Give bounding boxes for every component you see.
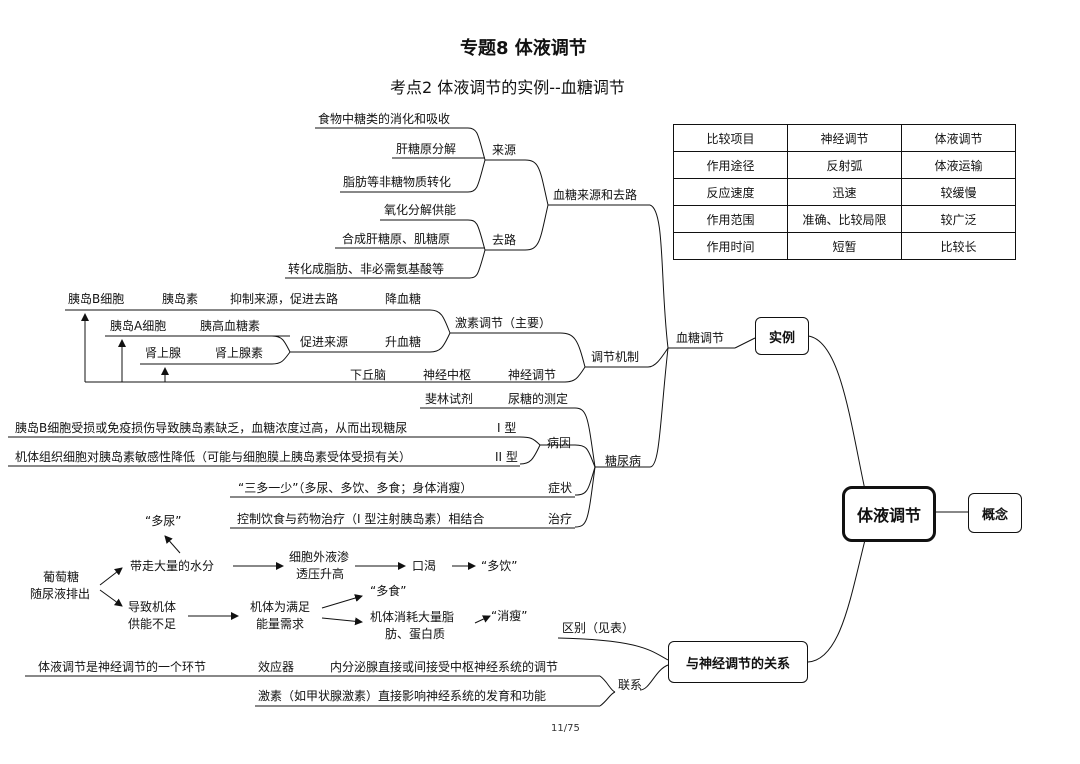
link-item-1a: 体液调节是神经调节的一个环节 bbox=[38, 660, 207, 674]
diabetes-label: 糖尿病 bbox=[605, 454, 642, 468]
table-cell: 作用途径 bbox=[673, 151, 788, 179]
table-row: 作用时间 短暂 比较长 bbox=[673, 232, 1016, 260]
page-number: 11/75 bbox=[551, 723, 580, 734]
table-row: 作用范围 准确、比较局限 较广泛 bbox=[673, 205, 1016, 233]
sink-item-3: 转化成脂肪、非必需氨基酸等 bbox=[288, 262, 445, 276]
page-subtitle: 考点2 体液调节的实例--血糖调节 bbox=[390, 78, 625, 97]
symptom-label: 症状 bbox=[548, 481, 573, 495]
source-item-2: 肝糖原分解 bbox=[396, 142, 457, 156]
urine-excretion-label: 随尿液排出 bbox=[30, 587, 91, 601]
table-cell: 较缓慢 bbox=[901, 178, 1016, 206]
adrenal-label: 肾上腺 bbox=[145, 346, 182, 360]
table-cell: 反应速度 bbox=[673, 178, 788, 206]
link-item-1c: 内分泌腺直接或间接受中枢神经系统的调节 bbox=[330, 660, 559, 674]
type1-label: I 型 bbox=[497, 421, 517, 435]
type2-label: II 型 bbox=[495, 450, 518, 464]
blood-sugar-regulation-label: 血糖调节 bbox=[676, 331, 725, 345]
polydipsia-quote: “多饮” bbox=[481, 559, 518, 573]
sink-label: 去路 bbox=[492, 233, 517, 247]
type1-description: 胰岛B细胞受损或免疫损伤导致胰岛素缺乏，血糖浓度过高，从而出现糖尿 bbox=[15, 421, 408, 435]
energy-shortage-line1: 导致机体 bbox=[128, 600, 177, 614]
beta-cell-label: 胰岛B细胞 bbox=[68, 292, 125, 306]
adrenaline-label: 肾上腺素 bbox=[215, 346, 264, 360]
nerve-regulation-label: 神经调节 bbox=[508, 368, 557, 382]
table-cell: 迅速 bbox=[787, 178, 902, 206]
comparison-table: 比较项目 神经调节 体液调节 作用途径 反射弧 体液运输 反应速度 迅速 较缓慢… bbox=[673, 124, 1016, 260]
concept-node: 概念 bbox=[968, 493, 1022, 533]
insulin-label: 胰岛素 bbox=[162, 292, 199, 306]
table-cell: 较广泛 bbox=[901, 205, 1016, 233]
table-cell: 短暂 bbox=[787, 232, 902, 260]
symptom-description: “三多一少”（多尿、多饮、多食；身体消瘦） bbox=[238, 481, 473, 495]
polyphagia-quote: “多食” bbox=[370, 584, 407, 598]
osmotic-line1: 细胞外液渗 bbox=[289, 550, 350, 564]
example-node: 实例 bbox=[755, 317, 809, 355]
source-sink-label: 血糖来源和去路 bbox=[553, 188, 638, 202]
table-cell: 作用时间 bbox=[673, 232, 788, 260]
table-cell: 比较项目 bbox=[673, 124, 788, 152]
weight-loss-quote: “消瘦” bbox=[491, 609, 528, 623]
polyuria-quote: “多尿” bbox=[145, 514, 182, 528]
thirst-label: 口渴 bbox=[412, 559, 437, 573]
glucose-label: 葡萄糖 bbox=[43, 570, 80, 584]
page-title: 专题8 体液调节 bbox=[460, 38, 587, 59]
energy-demand-line1: 机体为满足 bbox=[250, 600, 311, 614]
sink-item-1: 氧化分解供能 bbox=[384, 203, 457, 217]
table-row: 反应速度 迅速 较缓慢 bbox=[673, 178, 1016, 206]
table-cell: 准确、比较局限 bbox=[787, 205, 902, 233]
hypothalamus-label: 下丘脑 bbox=[350, 368, 387, 382]
energy-demand-line2: 能量需求 bbox=[256, 617, 305, 631]
type2-description: 机体组织细胞对胰岛素敏感性降低（可能与细胞膜上胰岛素受体受损有关） bbox=[15, 450, 412, 464]
table-cell: 反射弧 bbox=[787, 151, 902, 179]
energy-shortage-line2: 供能不足 bbox=[128, 617, 177, 631]
fehling-label: 斐林试剂 bbox=[425, 392, 474, 406]
cause-label: 病因 bbox=[547, 436, 572, 450]
consume-line1: 机体消耗大量脂 bbox=[370, 610, 455, 624]
osmotic-line2: 透压升高 bbox=[296, 567, 345, 581]
source-label: 来源 bbox=[492, 143, 517, 157]
source-item-3: 脂肪等非糖物质转化 bbox=[343, 175, 452, 189]
table-cell: 体液运输 bbox=[901, 151, 1016, 179]
source-item-1: 食物中糖类的消化和吸收 bbox=[318, 112, 451, 126]
relation-node: 与神经调节的关系 bbox=[668, 641, 808, 683]
link-label: 联系 bbox=[618, 678, 643, 692]
alpha-cell-label: 胰岛A细胞 bbox=[110, 319, 167, 333]
lower-sugar-label: 降血糖 bbox=[385, 292, 422, 306]
promote-source-label: 促进来源 bbox=[300, 335, 349, 349]
glucagon-label: 胰高血糖素 bbox=[200, 319, 261, 333]
nerve-center-label: 神经中枢 bbox=[423, 368, 472, 382]
hormone-regulation-label: 激素调节（主要） bbox=[455, 316, 552, 330]
sink-item-2: 合成肝糖原、肌糖原 bbox=[342, 232, 451, 246]
difference-label: 区别（见表） bbox=[562, 621, 635, 635]
treatment-label: 治疗 bbox=[548, 512, 573, 526]
treatment-description: 控制饮食与药物治疗（I 型注射胰岛素）相结合 bbox=[237, 512, 485, 526]
table-cell: 神经调节 bbox=[787, 124, 902, 152]
table-cell: 体液调节 bbox=[901, 124, 1016, 152]
urine-test-label: 尿糖的测定 bbox=[508, 392, 569, 406]
link-item-1b: 效应器 bbox=[258, 660, 295, 674]
consume-line2: 肪、蛋白质 bbox=[385, 627, 446, 641]
table-cell: 比较长 bbox=[901, 232, 1016, 260]
raise-sugar-label: 升血糖 bbox=[385, 335, 422, 349]
table-cell: 作用范围 bbox=[673, 205, 788, 233]
table-row: 作用途径 反射弧 体液运输 bbox=[673, 151, 1016, 179]
mechanism-label: 调节机制 bbox=[591, 350, 640, 364]
table-row: 比较项目 神经调节 体液调节 bbox=[673, 124, 1016, 152]
main-node: 体液调节 bbox=[842, 486, 936, 542]
link-item-2: 激素（如甲状腺激素）直接影响神经系统的发育和功能 bbox=[258, 689, 547, 703]
take-water-label: 带走大量的水分 bbox=[130, 559, 215, 573]
insulin-effect-label: 抑制来源，促进去路 bbox=[230, 292, 339, 306]
